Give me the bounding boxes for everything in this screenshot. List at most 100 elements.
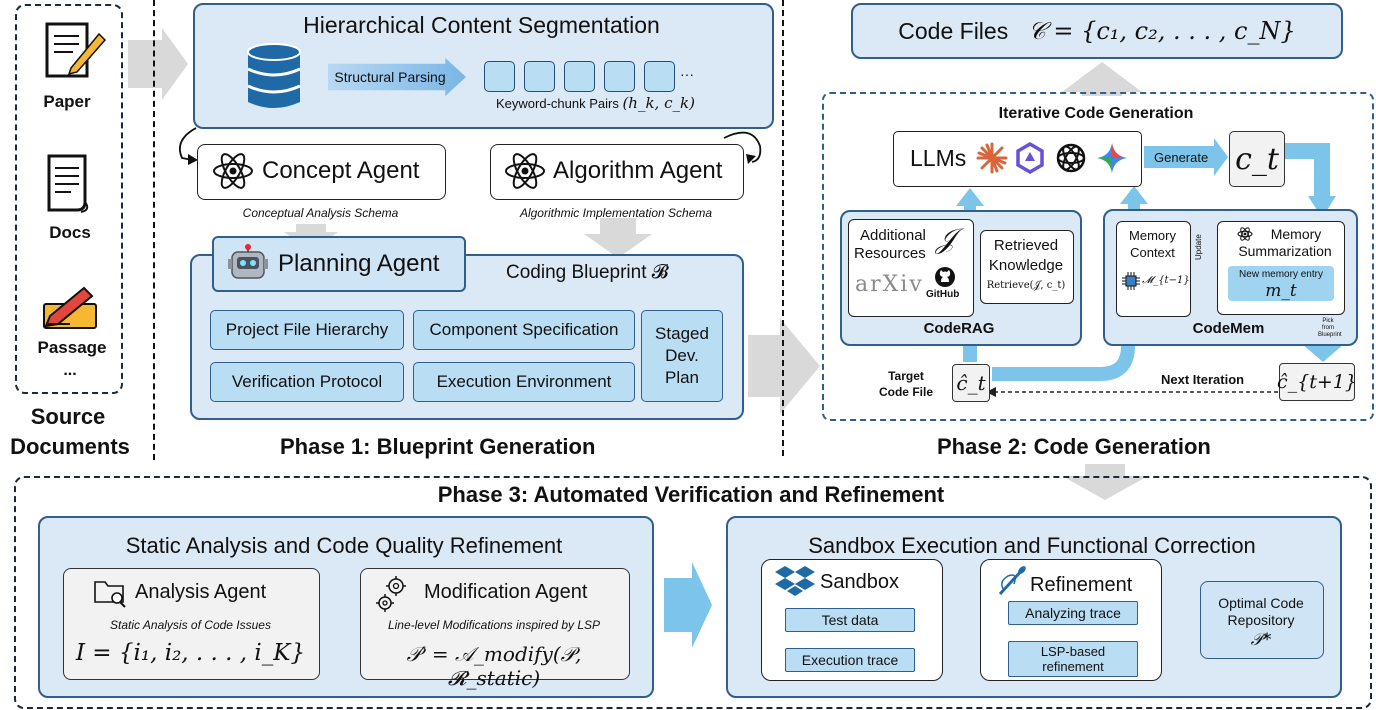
keyword-chunk-math: (h_k, c_k): [622, 94, 695, 112]
phase3-title: Phase 3: Automated Verification and Refi…: [437, 482, 945, 507]
sandbox-execution-title: Sandbox Execution and Functional Correct…: [808, 533, 1256, 558]
modification-desc: Line-level Modifications inspired by LSP: [387, 618, 601, 632]
resources-math: 𝒥: [936, 222, 956, 255]
folder-search-icon: [94, 581, 126, 608]
memory-summarization-label: Memory Summarization: [1238, 226, 1332, 259]
retrieved-knowledge-label: Retrieved Knowledge: [988, 237, 1064, 274]
divider-source: [153, 0, 155, 460]
source-ellipsis: ...: [63, 362, 77, 379]
arrow-down-phase3: [1062, 464, 1148, 500]
blueprint-item-component-specification: Component Specification: [413, 310, 635, 350]
arxiv-logo-icon: arXiv: [855, 272, 924, 297]
additional-resources-box: [848, 219, 974, 317]
arrow-static-to-sandbox: [664, 562, 712, 648]
code-files-box: Code Files 𝒞 = {c₁, c₂, . . . , c_N}: [851, 3, 1343, 59]
analyzing-trace-box: Analyzing trace: [1008, 601, 1138, 625]
concept-schema: Conceptual Analysis Schema: [242, 206, 399, 220]
github-label: GitHub: [926, 289, 960, 300]
arrow-source-to-segmentation: [128, 28, 188, 100]
database-icon: [247, 43, 301, 108]
static-analysis-title: Static Analysis and Code Quality Refinem…: [125, 533, 563, 558]
memory-context-label: Memory Context: [1129, 228, 1176, 260]
new-memory-entry-label: New memory entry: [1239, 269, 1323, 280]
algorithm-agent-label: Algorithm Agent: [553, 157, 723, 184]
passage-icon: [43, 286, 97, 329]
sandbox-box-icon: [775, 566, 815, 596]
analysis-desc: Static Analysis of Code Issues: [110, 618, 271, 632]
claude-logo-icon: [976, 142, 1008, 174]
structural-parsing-label: Structural Parsing: [334, 69, 446, 85]
analysis-agent-box: [63, 568, 320, 680]
phase1-title: Phase 1: Blueprint Generation: [280, 434, 596, 459]
code-files-math: 𝒞 = {c₁, c₂, . . . , c_N}: [1028, 17, 1296, 45]
additional-resources-label: Additional Resources: [854, 227, 926, 262]
hat-ct-box: ĉ_t: [952, 364, 990, 402]
code-files-label: Code Files: [898, 17, 1009, 44]
analysis-agent-label: Analysis Agent: [135, 581, 267, 603]
qwen-logo-icon: [1016, 141, 1044, 175]
blueprint-item-verification-protocol: Verification Protocol: [210, 362, 404, 402]
test-data-box: Test data: [785, 608, 915, 632]
paper-icon: [45, 22, 107, 78]
source-title-line2: Documents: [10, 434, 130, 459]
retrieve-fn: Retrieve(𝒥, c_t): [986, 280, 1066, 291]
blueprint-item-execution-environment: Execution Environment: [413, 362, 635, 402]
blueprint-label: Coding Blueprint 𝓑: [506, 262, 669, 283]
llm-logos: [976, 141, 1127, 175]
optimal-repo-label: Optimal Code Repository: [1218, 595, 1304, 628]
coderag-title: CodeRAG: [923, 320, 995, 337]
mt-label: m_t: [1265, 281, 1297, 301]
iterative-panel: [822, 92, 1374, 421]
atom-icon: [1237, 227, 1253, 241]
planning-agent-label: Planning Agent: [278, 250, 440, 277]
arrow-algorithm-down: [584, 218, 652, 258]
needle-icon: [998, 566, 1026, 596]
atom-icon: [213, 153, 253, 189]
source-item-passage: Passage: [37, 338, 107, 357]
algorithm-schema: Algorithmic Implementation Schema: [519, 206, 713, 220]
openai-logo-icon: [1056, 143, 1086, 173]
chunk-ellipsis: ···: [680, 66, 694, 82]
robot-icon: [228, 244, 268, 279]
loop-arrow-right: [723, 131, 762, 163]
arrow-target-to-mem: [992, 342, 1135, 381]
hat-ct-label: ĉ_t: [956, 371, 986, 395]
memory-context-box: [1116, 221, 1191, 317]
structural-parsing-arrow: Structural Parsing: [328, 58, 466, 96]
source-item-docs: Docs: [49, 223, 91, 242]
source-item-paper: Paper: [43, 92, 91, 111]
concept-agent-box: [197, 144, 446, 200]
pick-from-blueprint-label: Pick from Blueprint: [1318, 318, 1342, 338]
github-logo-icon: [935, 267, 955, 287]
arrow-codemem-up: [1120, 186, 1148, 210]
execution-trace-box: Execution trace: [785, 648, 915, 672]
source-title-line1: Source: [30, 404, 106, 429]
codemem-title: CodeMem: [1192, 320, 1265, 337]
docs-icon: [47, 154, 89, 213]
iterative-title: Iterative Code Generation: [998, 105, 1194, 122]
keyword-chunk-label: Keyword-chunk Pairs (h_k, c_k): [496, 94, 695, 112]
phase2-title: Phase 2: Code Generation: [937, 434, 1211, 459]
arrow-generate: [1144, 138, 1228, 176]
optimal-math: 𝒫*: [1250, 630, 1272, 650]
chip-icon: [1122, 272, 1140, 290]
sandbox-label: Sandbox: [820, 571, 899, 593]
modification-math: 𝒫′ = 𝒜_modify(𝒫, 𝓡_static): [406, 642, 582, 690]
retrieved-knowledge-box: [980, 230, 1074, 304]
phase3-panel: [14, 476, 1372, 709]
divider-phase1: [782, 0, 784, 456]
atom-icon: [505, 153, 545, 189]
hat-ct1-box: ĉ_{t+1}: [1277, 363, 1357, 401]
llms-label: LLMs: [910, 145, 967, 171]
update-label: Update: [1194, 234, 1203, 260]
optimal-repo-box: [1200, 581, 1324, 659]
next-iteration-label: Next Iteration: [1161, 372, 1245, 387]
new-memory-entry-box: [1228, 266, 1334, 301]
source-documents-panel: [15, 4, 123, 394]
segmentation-title: Hierarchical Content Segmentation: [303, 12, 660, 38]
concept-agent-label: Concept Agent: [262, 157, 420, 184]
generate-label: Generate: [1154, 150, 1209, 165]
analysis-math: I = {i₁, i₂, . . . , i_K}: [75, 640, 306, 666]
